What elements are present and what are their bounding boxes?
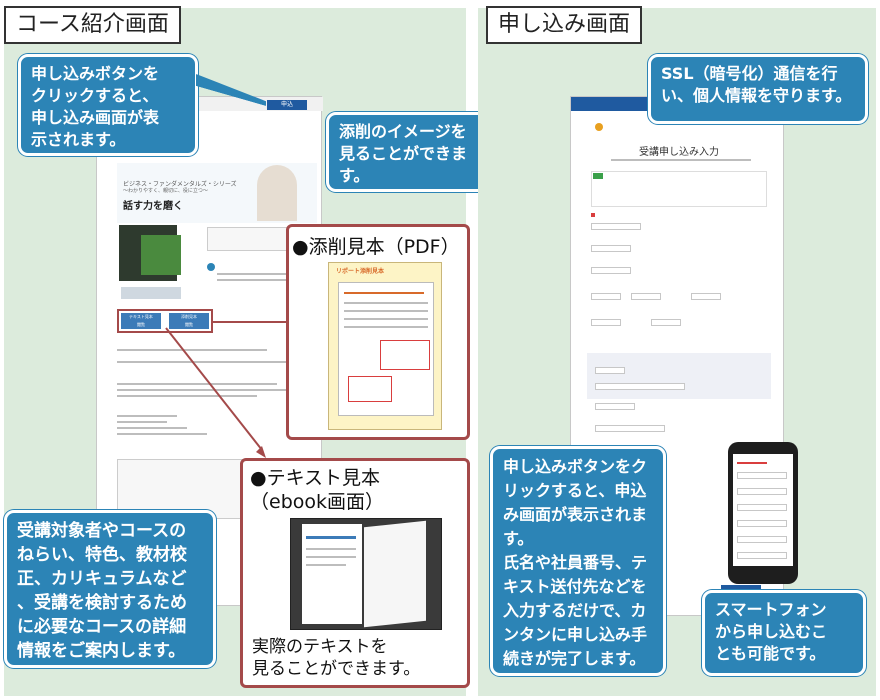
form-title: 受講申し込み入力 (639, 147, 719, 158)
mock-text-line (217, 279, 287, 281)
phone-field[interactable] (737, 488, 787, 495)
pdf-sample-title: ●添削見本（PDF） (292, 236, 460, 258)
callout-details: 受講対象者やコースの ねらい、特色、教材校 正、カリキュラムなど 、受講を検討す… (4, 510, 216, 668)
phone-field[interactable] (737, 552, 787, 559)
mock-text-sample-button[interactable]: テキスト見本 閲覧 (121, 313, 161, 329)
mock-text-line (117, 415, 177, 417)
form-field-dept[interactable] (631, 293, 661, 300)
pdf-sample-red-note (380, 340, 430, 370)
form-step-icon (595, 123, 603, 131)
ebook-left-page (302, 524, 362, 624)
form-field-address[interactable] (595, 383, 685, 390)
pdf-sample-line (344, 310, 428, 312)
mock-text-line (117, 427, 187, 429)
mock-text-line (117, 361, 287, 363)
form-course-box (591, 171, 767, 207)
callout-ssl: SSL（暗号化）通信を行 い、個人情報を守ります。 (648, 54, 868, 124)
mock-text-line (217, 273, 297, 275)
mock-textbook-image-2 (141, 235, 181, 275)
ebook-right-page (364, 520, 426, 628)
pdf-sample-line (344, 292, 424, 294)
pdf-sample-line (344, 318, 428, 320)
mock-text-line (117, 383, 277, 385)
pdf-sample-red-note (348, 376, 392, 402)
form-field-email[interactable] (691, 293, 721, 300)
pdf-sample-heading: リポート添削見本 (336, 268, 385, 275)
form-field-employee-no[interactable] (591, 293, 621, 300)
form-field-select[interactable] (591, 223, 641, 230)
mock-correction-sample-button[interactable]: 添削見本 閲覧 (169, 313, 209, 329)
text-sample-caption: 実際のテキストを 見ることができます。 (252, 637, 421, 679)
form-required-mark (591, 213, 595, 217)
mock-text-line (117, 349, 267, 351)
ebook-line (306, 564, 346, 566)
mock-text-line (117, 421, 167, 423)
mock-text-line (117, 389, 297, 391)
callout-apply-left: 申し込みボタンを クリックすると、 申し込み画面が表 示されます。 (18, 54, 198, 156)
pdf-sample-line (344, 326, 428, 328)
phone-line (737, 462, 767, 464)
pdf-sample-line (344, 302, 428, 304)
form-field-name[interactable] (591, 245, 631, 252)
mock-course-title: 話す力を磨く (123, 201, 183, 212)
mock-series-label: ビジネス・ファンダメンタルズ・シリーズ (123, 181, 237, 188)
form-intro-line (611, 159, 751, 161)
form-delivery-section (587, 353, 771, 399)
pdf-sample-sheet (338, 282, 434, 416)
form-field-kana[interactable] (591, 267, 631, 274)
mock-text-line (117, 433, 207, 435)
mock-series-sub: 〜わかりやすく、親切に、役に立つ〜 (123, 188, 208, 194)
mock-apply-button[interactable]: 申込 (267, 100, 307, 110)
phone-field[interactable] (737, 472, 787, 479)
mock-text-line (117, 395, 257, 397)
phone-field[interactable] (737, 504, 787, 511)
apply-panel-title: 申し込み画面 (486, 6, 643, 44)
course-intro-title: コース紹介画面 (4, 6, 181, 44)
callout-apply-right: 申し込みボタンをク リックすると、申込 み画面が表示されま す。 氏名や社員番号… (490, 446, 666, 676)
callout-smartphone: スマートフォン から申し込むこ とも可能です。 (702, 590, 866, 676)
form-field-fax[interactable] (651, 319, 681, 326)
ebook-line (306, 536, 356, 539)
form-green-tag (593, 173, 603, 179)
form-field-phone[interactable] (591, 319, 621, 326)
phone-field[interactable] (737, 520, 787, 527)
mock-thumbnail-row (121, 287, 181, 299)
text-sample-title: ●テキスト見本 （ebook画面） (250, 467, 385, 513)
mock-highlight-box (117, 309, 213, 333)
mock-target-heading-icon (207, 263, 215, 271)
smartphone-screen (733, 454, 793, 566)
form-field-extra[interactable] (595, 425, 665, 432)
ebook-line (306, 556, 356, 558)
ebook-line (306, 548, 356, 550)
phone-field[interactable] (737, 536, 787, 543)
smartphone-mock (728, 442, 798, 584)
mock-person-photo (257, 165, 297, 221)
callout-correction: 添削のイメージを 見ることができま す。 (326, 112, 504, 192)
form-field-select-2[interactable] (595, 403, 635, 410)
form-field-zip[interactable] (595, 367, 625, 374)
